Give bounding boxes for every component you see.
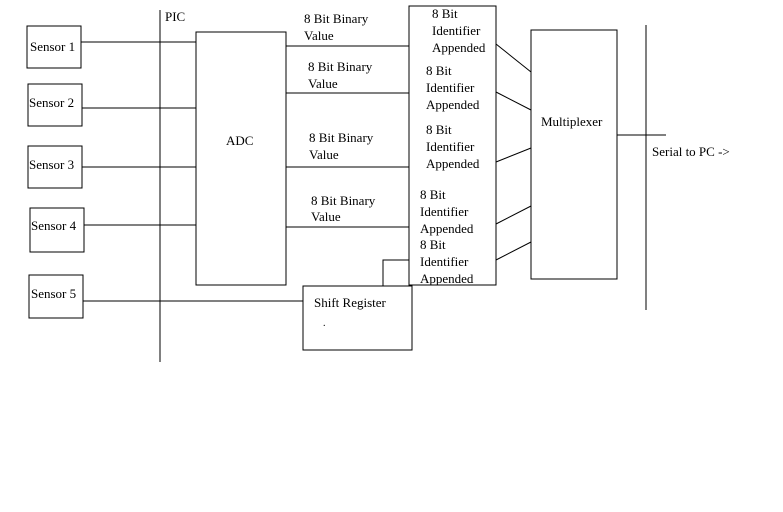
pic-label: PIC [165,9,185,24]
sensor-1: Sensor 1 [26,25,82,69]
sensor-label: Sensor 3 [29,157,74,172]
identifier-line: Appended [420,271,474,286]
sensor-2: Sensor 2 [27,83,83,127]
sensor-box [27,83,83,127]
identifier-line: Identifier [432,23,481,38]
shift-register-label: Shift Register [314,295,387,310]
mux-input-line-4 [495,205,532,225]
sensor-3: Sensor 3 [27,145,83,189]
binary-value-line: 8 Bit Binary [304,11,369,26]
sensor-box [27,145,83,189]
identifier-line: Appended [426,97,480,112]
identifier-line: 8 Bit [432,6,458,21]
identifier-line: 8 Bit [426,63,452,78]
identifier-line: 8 Bit [420,187,446,202]
mux-input-line-3 [495,147,532,163]
identifier-line: Appended [420,221,474,236]
multiplexer-label: Multiplexer [541,114,603,129]
multiplexer-block: Multiplexer [530,29,618,280]
identifier-line: Identifier [426,139,475,154]
sensor-label: Sensor 5 [31,286,76,301]
binary-value-line: Value [311,209,341,224]
sensor-5: Sensor 5 [28,274,84,319]
identifier-label-3: 8 Bit Identifier Appended [426,122,480,171]
identifier-box [408,5,497,286]
adc-block: ADC [195,31,287,286]
sensor-4: Sensor 4 [29,207,85,253]
binary-value-label-2: 8 Bit Binary Value [308,59,376,91]
binary-value-line: Value [308,76,338,91]
adc-label: ADC [226,133,253,148]
sensor-label: Sensor 4 [31,218,77,233]
binary-value-label-1: 8 Bit Binary Value [304,11,372,43]
shift-register-box [302,285,413,351]
binary-value-label-3: 8 Bit Binary Value [309,130,377,162]
identifier-label-4: 8 Bit Identifier Appended [420,187,474,236]
shift-register-mark: . [323,318,326,329]
binary-value-line: Value [304,28,334,43]
sensor-label: Sensor 2 [29,95,74,110]
identifier-line: 8 Bit [420,237,446,252]
mux-input-line-2 [495,91,532,111]
shift-register-connector [382,259,409,286]
identifier-line: Identifier [426,80,475,95]
output-label: Serial to PC -> [652,144,730,159]
sensor-box [26,25,82,69]
binary-value-label-4: 8 Bit Binary Value [311,193,379,224]
shift-register-block: Shift Register . [302,285,413,351]
identifier-label-2: 8 Bit Identifier Appended [426,63,480,112]
mux-input-line-1 [495,43,532,73]
multiplexer-box [530,29,618,280]
identifier-label-1: 8 Bit Identifier Appended [432,6,486,55]
sensor-box [29,207,85,253]
sensor-box [28,274,84,319]
binary-value-line: 8 Bit Binary [311,193,376,208]
sensor-label: Sensor 1 [30,39,75,54]
identifier-line: Appended [432,40,486,55]
binary-value-line: Value [309,147,339,162]
binary-value-line: 8 Bit Binary [309,130,374,145]
identifier-block: 8 Bit Identifier Appended 8 Bit Identifi… [408,5,497,286]
identifier-line: Appended [426,156,480,171]
identifier-line: Identifier [420,204,469,219]
binary-value-line: 8 Bit Binary [308,59,373,74]
adc-box [195,31,287,286]
identifier-line: 8 Bit [426,122,452,137]
identifier-line: Identifier [420,254,469,269]
identifier-label-5: 8 Bit Identifier Appended [420,237,474,286]
mux-input-line-5 [495,241,532,261]
